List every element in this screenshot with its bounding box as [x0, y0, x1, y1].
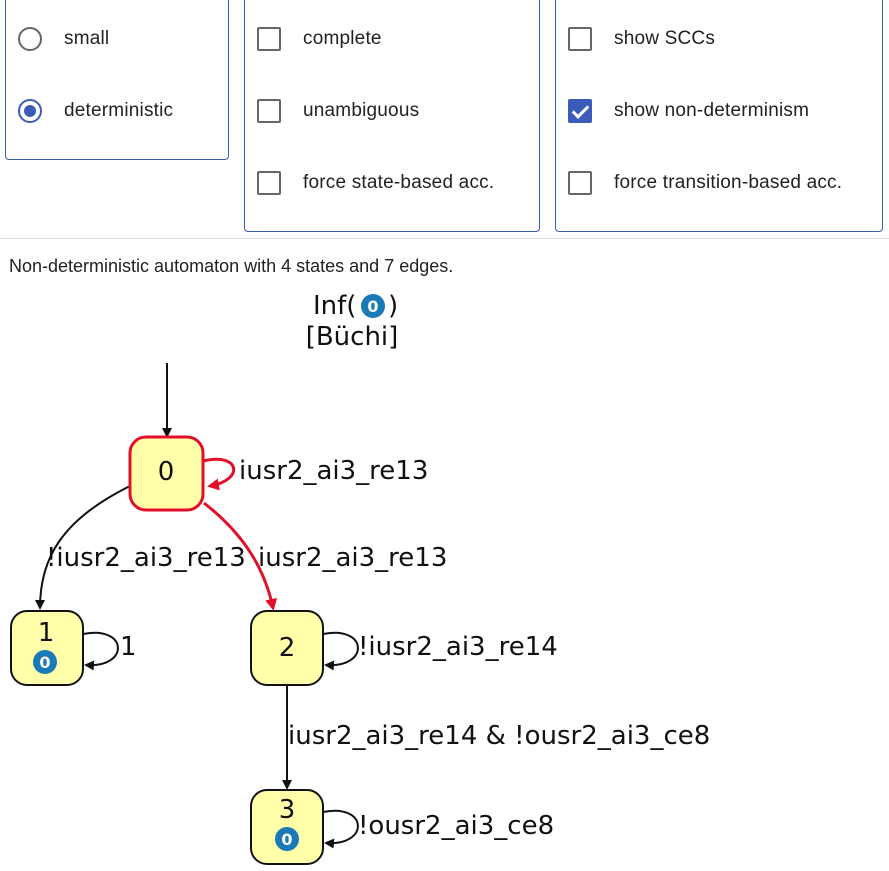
unambiguous-label: unambiguous: [303, 100, 420, 121]
complete-checkbox[interactable]: [257, 27, 281, 51]
show-nondeterminism-checkbox[interactable]: [568, 99, 592, 123]
state-3-acc-mark: [275, 827, 299, 851]
option-force-transition-based[interactable]: force transition-based acc.: [568, 168, 842, 198]
edge-2-3-label: iusr2_ai3_re14 & !ousr2_ai3_ce8: [288, 721, 710, 751]
complete-label: complete: [303, 28, 382, 49]
options-panel-size: small deterministic: [5, 0, 229, 160]
small-radio[interactable]: [18, 27, 42, 51]
option-show-nondeterminism[interactable]: show non-determinism: [568, 96, 809, 126]
state-3-label: 3: [279, 795, 296, 825]
option-unambiguous[interactable]: unambiguous: [257, 96, 419, 126]
deterministic-label: deterministic: [64, 100, 174, 121]
edge-0-1: [35, 484, 133, 610]
state-0: [128, 435, 205, 512]
edge-1-1-label: 1: [120, 632, 137, 662]
state-1: [10, 610, 84, 686]
option-force-state-based[interactable]: force state-based acc.: [257, 168, 494, 198]
edge-0-0: [202, 457, 236, 491]
edge-0-2: [203, 501, 278, 611]
edge-0-1-label: !iusr2_ai3_re13: [46, 543, 246, 573]
automaton-summary: Non-deterministic automaton with 4 state…: [9, 256, 454, 276]
edge-1-1: [82, 631, 119, 671]
divider: [0, 238, 889, 239]
unambiguous-checkbox[interactable]: [257, 99, 281, 123]
acceptance-suffix: ): [388, 291, 398, 321]
state-3-acc-mark-label: 0: [281, 830, 292, 849]
state-0-label: 0: [158, 457, 175, 487]
edge-2-2: [322, 631, 359, 671]
automaton-graph: Inf( 0 ) [Büchi] iusr2_ai3_re13 !iusr2_a…: [10, 291, 710, 865]
force-state-based-checkbox[interactable]: [257, 171, 281, 195]
option-complete[interactable]: complete: [257, 24, 382, 54]
options-panel-properties: complete unambiguous force state-based a…: [244, 0, 540, 232]
deterministic-radio[interactable]: [18, 99, 42, 123]
edge-3-3-label: !ousr2_ai3_ce8: [358, 811, 554, 841]
acceptance-name: [Büchi]: [306, 322, 399, 352]
state-2-label: 2: [279, 633, 296, 663]
option-small[interactable]: small: [18, 24, 109, 54]
edge-0-0-label: iusr2_ai3_re13: [239, 456, 428, 486]
show-sccs-checkbox[interactable]: [568, 27, 592, 51]
state-2: [250, 610, 324, 686]
small-label: small: [64, 28, 110, 49]
show-sccs-label: show SCCs: [614, 28, 716, 49]
show-nondeterminism-label: show non-determinism: [614, 100, 810, 121]
option-deterministic[interactable]: deterministic: [18, 96, 173, 126]
options-panel-display: show SCCs show non-determinism force tra…: [555, 0, 883, 232]
force-state-based-label: force state-based acc.: [303, 172, 495, 193]
force-transition-based-checkbox[interactable]: [568, 171, 592, 195]
state-1-acc-mark: [33, 650, 57, 674]
edge-3-3: [322, 809, 359, 849]
state-1-label: 1: [38, 618, 55, 648]
state-1-acc-mark-label: 0: [39, 653, 50, 672]
acceptance-prefix: Inf(: [313, 291, 356, 321]
option-show-sccs[interactable]: show SCCs: [568, 24, 715, 54]
edge-0-2-label: iusr2_ai3_re13: [258, 543, 447, 573]
edge-2-2-label: !iusr2_ai3_re14: [358, 632, 558, 662]
force-transition-based-label: force transition-based acc.: [614, 172, 843, 193]
acceptance-mark: [361, 294, 385, 318]
acceptance-mark-label: 0: [367, 297, 378, 316]
